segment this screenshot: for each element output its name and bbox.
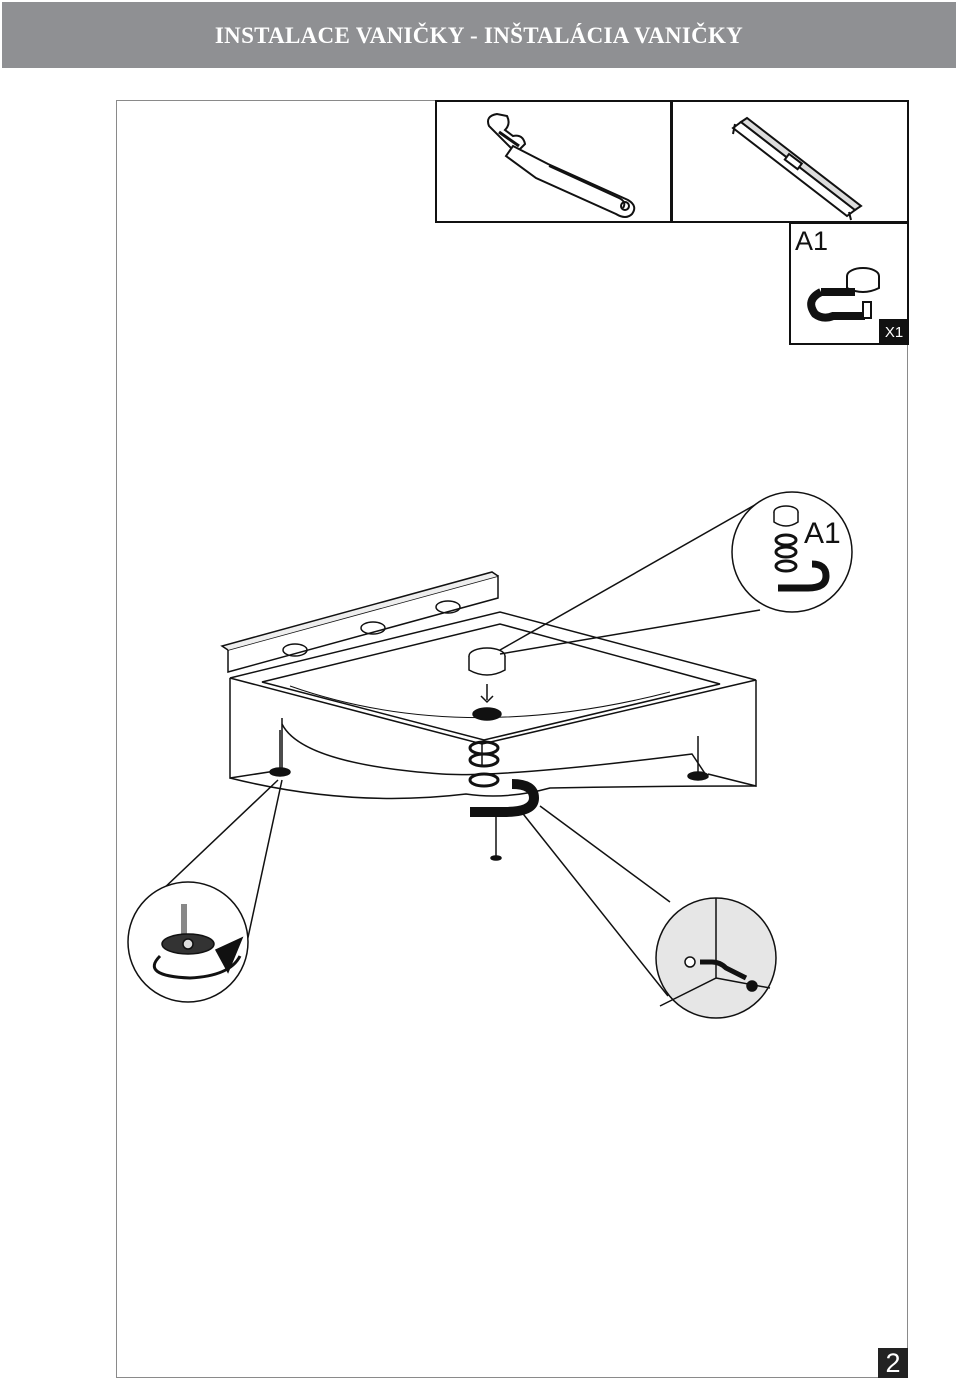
foot-adjust-callout	[127, 881, 249, 1003]
siphon-wall-callout	[655, 897, 777, 1019]
quantity-badge: X1	[879, 319, 909, 345]
adjustable-wrench-icon	[487, 112, 636, 218]
wrench-tool-box	[435, 100, 672, 223]
page-header: INSTALACE VANIČKY - INŠTALÁCIA VANIČKY	[2, 2, 956, 68]
drain-siphon-icon	[807, 267, 880, 322]
page-title: INSTALACE VANIČKY - INŠTALÁCIA VANIČKY	[214, 23, 744, 48]
callout-part-label: A1	[804, 517, 841, 550]
part-label: A1	[795, 226, 829, 256]
page-number: 2	[878, 1348, 908, 1378]
drain-detail-callout	[731, 491, 853, 613]
parts-box-a1: A1 X1	[789, 222, 909, 345]
spirit-level-icon	[731, 116, 863, 221]
